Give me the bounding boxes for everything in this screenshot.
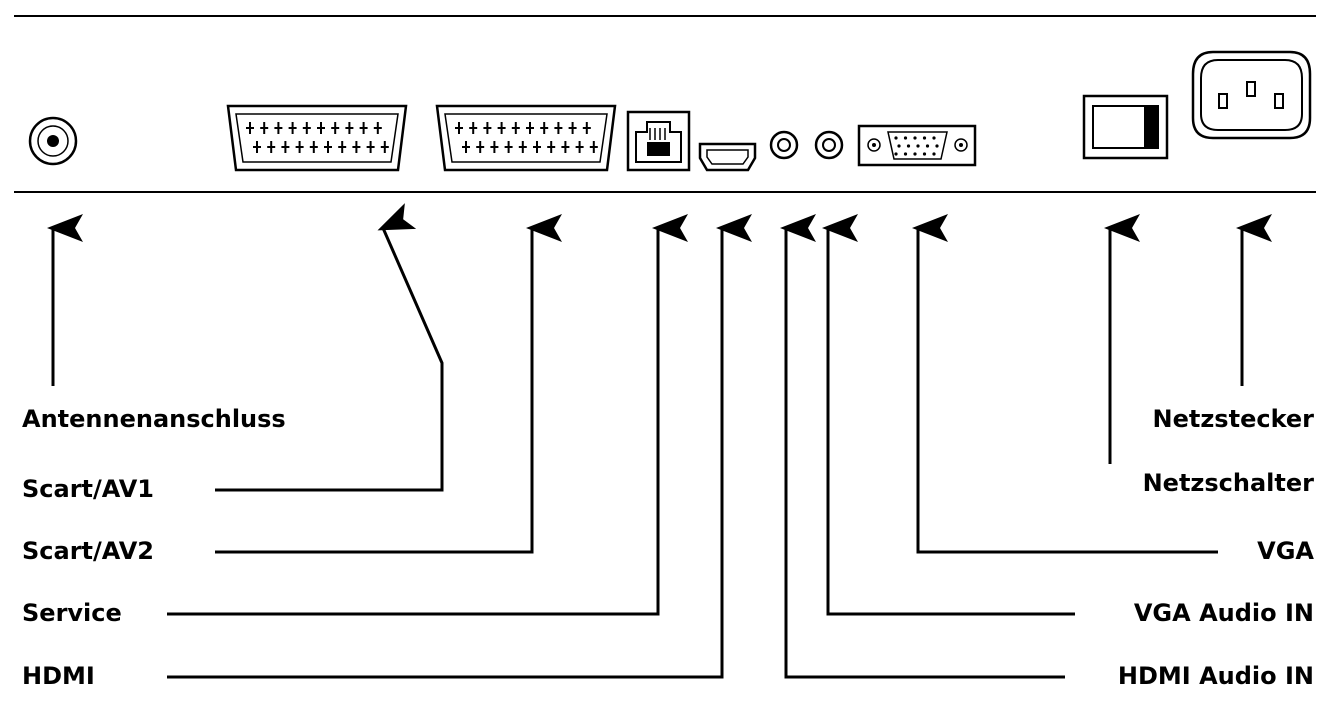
label-service: Service (22, 599, 122, 627)
hdmi-port (698, 142, 757, 172)
hdmi-audio-jack (769, 130, 799, 160)
vga-pin (932, 152, 936, 156)
vga-pin (894, 136, 898, 140)
leader-vga-audio (822, 214, 1075, 616)
label-hdmi-audio-in: HDMI Audio IN (1118, 662, 1314, 690)
label-mains-plug: Netzstecker (1153, 405, 1315, 433)
vga-pin (922, 152, 927, 156)
antenna-connector (28, 116, 78, 166)
vga-audio-jack (814, 130, 844, 160)
leader-hdmi (167, 214, 752, 679)
vga-connector (857, 124, 977, 167)
label-scart-av2: Scart/AV2 (22, 537, 154, 565)
mains-socket (1191, 50, 1312, 140)
label-vga: VGA (1257, 537, 1314, 565)
vga-pin (913, 152, 917, 156)
vga-pin (925, 144, 930, 148)
label-vga-audio-in: VGA Audio IN (1134, 599, 1314, 627)
leader-vga (912, 214, 1218, 554)
vga-pin (894, 152, 898, 156)
vga-pin (913, 136, 917, 140)
service-port (626, 110, 691, 172)
scart-av2-connector (435, 104, 617, 172)
vga-pin (903, 136, 908, 140)
leader-service (167, 214, 688, 616)
vga-pin (903, 152, 908, 156)
vga-pin (906, 144, 911, 148)
leader-hdmi-audio (780, 214, 1065, 679)
leader-scart1 (215, 203, 444, 492)
label-scart-av1: Scart/AV1 (22, 475, 154, 503)
vga-pin (897, 144, 901, 148)
vga-pin (935, 144, 939, 148)
vga-pin (932, 136, 936, 140)
leader-scart2 (215, 214, 562, 554)
label-mains-switch: Netzschalter (1143, 469, 1315, 497)
vga-pin (916, 144, 920, 148)
mains-switch (1082, 94, 1169, 160)
label-hdmi: HDMI (22, 662, 95, 690)
scart-av1-connector (226, 104, 408, 172)
vga-pin (922, 136, 927, 140)
label-antenna: Antennenanschluss (22, 405, 286, 433)
